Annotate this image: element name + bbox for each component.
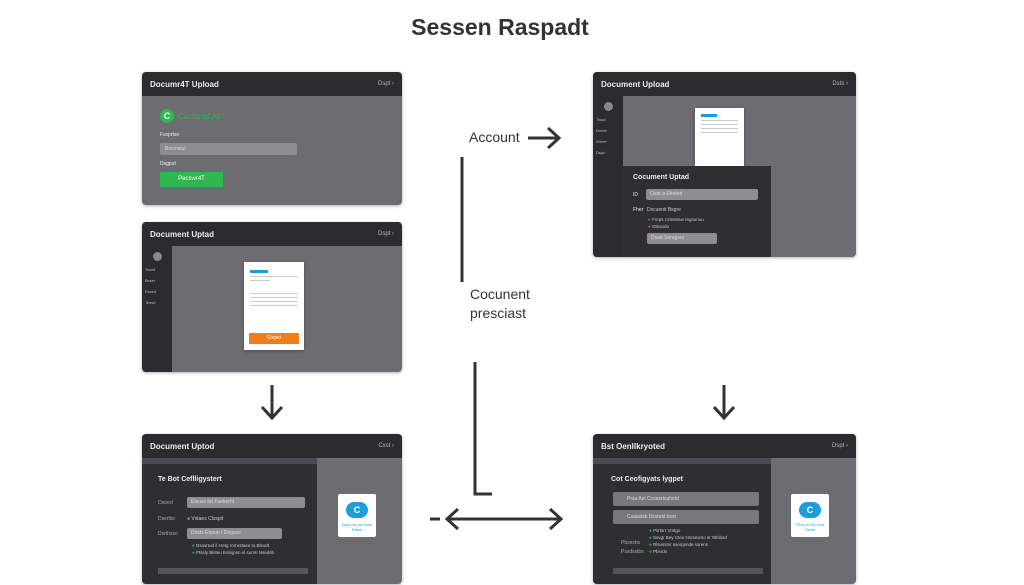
- upload-button[interactable]: Etupid: [249, 333, 299, 344]
- select-dropdown[interactable]: Prsa Ast Ccsesrtsuhetd: [613, 492, 759, 506]
- progress-bar: [158, 568, 308, 574]
- badge-text: Tbss dt Ssl Ksst Ssnts: [795, 522, 825, 532]
- sidebar-item[interactable]: Tosell: [145, 267, 156, 272]
- panel-title: Bst Oenllkryoted: [601, 441, 666, 451]
- field-label: Fssprtse: [160, 132, 180, 138]
- checkbox-option[interactable]: ■ Vstaes Clsspit: [187, 516, 224, 522]
- panel-title: Document Uptad: [150, 229, 214, 239]
- id-input[interactable]: Oata a Etteted: [646, 189, 758, 200]
- sidebar: Tosell Bsser Essed Tessd: [142, 246, 172, 372]
- panel-header: Document Uptod Cxst ›: [142, 434, 402, 458]
- document-preview: Etupid: [244, 262, 304, 350]
- text-input[interactable]: Brscrwtul: [160, 143, 297, 155]
- dialog-title: Cocument Uptad: [633, 174, 689, 181]
- progress-bar: [613, 568, 763, 574]
- arrow-down-left: [260, 385, 284, 421]
- field-label: Pbsesbs: [621, 540, 641, 546]
- panel-header: Documr4T Upload Dspt ›: [142, 72, 402, 96]
- sidebar-item[interactable]: Dreee: [596, 128, 607, 133]
- bot-config-panel: Document Uptod Cxst › Te Bot Ceflligyster…: [142, 434, 402, 584]
- sidebar-item[interactable]: Tlssd: [596, 117, 606, 122]
- panel-header: Document Upload Dsts ›: [593, 72, 856, 96]
- avatar: [603, 102, 613, 111]
- field-label: Pssdsstbs: [621, 549, 644, 555]
- panel-title: Document Uptod: [150, 441, 215, 451]
- submit-button[interactable]: Pecswr4T: [160, 172, 223, 187]
- upload-dialog: Cocument Uptad ID Oata a Etteted Fher Ds…: [623, 166, 771, 257]
- bullet-item: ● Otnsodo: [648, 224, 669, 229]
- double-arrow: [444, 507, 564, 531]
- sidebar: Tlssd Dreee Wreer Dsprl: [593, 96, 623, 257]
- field-label: Dsertlsr: [158, 516, 176, 522]
- arrow-right-account: [528, 126, 562, 150]
- bullet-item: ● Dsosrtud il sretg rorrestaee tu Blsudt: [192, 543, 270, 548]
- login-panel: Documr4T Upload Dspt › C Cactongf AI Fssp…: [142, 72, 402, 205]
- brand-name: Cactongf AI: [178, 111, 220, 121]
- upload-dialog-panel: Document Upload Dsts › Tlssd Dreee Wreer …: [593, 72, 856, 257]
- select-dropdown[interactable]: Ddsts Ebpup / Degsse: [187, 528, 282, 539]
- config-form: Te Bot Ceflligystert Osoed Etsuss tot Fa…: [142, 464, 317, 584]
- sidebar-item[interactable]: Essed: [145, 289, 157, 294]
- config-form: Cot Ceofigyats lygpet Prsa Ast Ccsesrtsu…: [593, 464, 771, 584]
- template-select[interactable]: Dsad Seragsor: [647, 233, 717, 244]
- panel-header: Document Uptad Dspt ›: [142, 222, 402, 246]
- badge-text: Dgsu sa ust husk Dtsee: [341, 522, 373, 532]
- field-label: Osoed: [158, 500, 173, 506]
- exit-link[interactable]: Dspt ›: [377, 81, 394, 87]
- sidebar-item[interactable]: Wreer: [596, 139, 607, 144]
- bullet-item: ● Ssvgr Bey Cteo Hsrsesrso sr Wlsbsd: [649, 535, 727, 540]
- cloud-logo-icon: C: [799, 502, 821, 518]
- form-title: Cot Ceofigyats lygpet: [611, 476, 683, 483]
- exit-link[interactable]: Dspt ›: [831, 443, 848, 449]
- bot-badge: C Tbss dt Ssl Ksst Ssnts: [791, 494, 829, 537]
- exit-link[interactable]: Dspt ›: [377, 231, 394, 237]
- bullet-item: ● Freps Crtestsue Iegsunuu: [648, 217, 704, 222]
- account-label: Account: [469, 129, 520, 145]
- sidebar-item[interactable]: Dsprl: [596, 150, 606, 155]
- avatar: [152, 252, 162, 261]
- file-value: Dscuenit Bsgre: [647, 207, 681, 213]
- select-dropdown[interactable]: Csasstsk Dssteld bsst: [613, 510, 759, 524]
- panel-header: Bst Oenllkryoted Dspt ›: [593, 434, 856, 458]
- cloud-logo-icon: C: [346, 502, 368, 518]
- upload-panel: Document Uptad Dspt › Tosell Bsser Essed …: [142, 222, 402, 372]
- field-label: Dsrthsso: [158, 531, 178, 537]
- vertical-line-bottom: [473, 362, 492, 496]
- panel-title: Documr4T Upload: [150, 79, 219, 89]
- exit-link[interactable]: Dsts ›: [832, 81, 848, 87]
- bot-configured-panel: Bst Oenllkryoted Dspt › Cot Ceofigyats ly…: [593, 434, 856, 584]
- form-title: Te Bot Ceflligystert: [158, 476, 222, 483]
- document-label-line2: presciast: [470, 305, 527, 321]
- text-input[interactable]: Etsuss tot Fasherht: [187, 497, 305, 508]
- field-label: Dsgput: [160, 161, 176, 167]
- field-label: Fher: [633, 207, 644, 213]
- sidebar-item[interactable]: Bsser: [145, 278, 156, 283]
- diagram-title: Sessen Raspadt: [411, 14, 589, 40]
- bullet-item: ● Pbsrds: [649, 549, 667, 554]
- document-label-line1: Cocunent: [470, 286, 530, 302]
- arrow-down-right: [712, 385, 736, 421]
- field-label: ID: [633, 192, 638, 198]
- document-preview: [695, 108, 744, 168]
- exit-link[interactable]: Cxst ›: [378, 443, 394, 449]
- bullet-item: ● Psrtsrr Vrstgo: [649, 528, 681, 533]
- bullet-item: ● Ptssly Bkiteu bsssjpsn ul sunm Nsedsb: [192, 550, 275, 555]
- brand-logo-icon: C: [160, 109, 174, 123]
- sidebar-item[interactable]: Tessd: [145, 300, 156, 305]
- panel-title: Document Upload: [601, 79, 670, 89]
- bullet-item: ● Rlsusstsr ssergsnde ssrens: [649, 542, 709, 547]
- bot-badge: C Dgsu sa ust husk Dtsee: [338, 494, 376, 537]
